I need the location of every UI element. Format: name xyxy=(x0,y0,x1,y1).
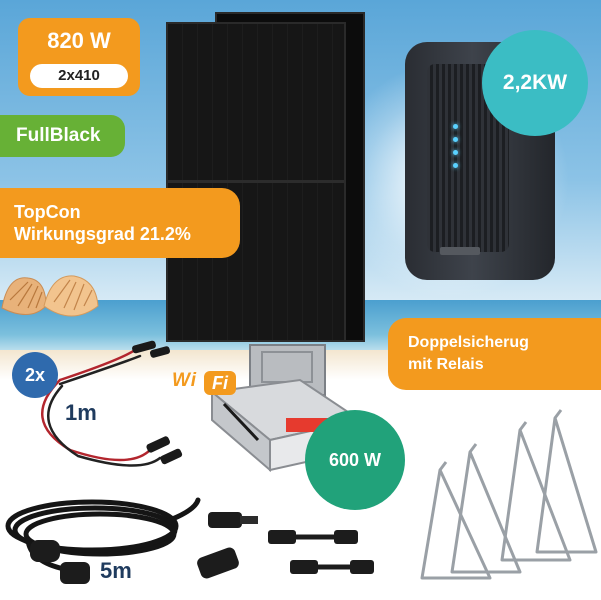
inverter-power-badge: 600 W xyxy=(305,410,405,510)
wifi-logo-fi: Fi xyxy=(204,371,236,395)
technology-badge: TopCon Wirkungsgrad 21.2% xyxy=(0,188,240,258)
wifi-logo: Wi Fi xyxy=(172,370,242,398)
protection-line2: mit Relais xyxy=(408,356,484,373)
mc4-cable-icon xyxy=(40,340,183,467)
technology-line1: TopCon xyxy=(14,202,81,222)
shell-icon xyxy=(1,275,99,317)
wifi-logo-wi: Wi xyxy=(172,370,198,391)
battery-power-badge: 2,2KW xyxy=(482,30,588,136)
dc-cable-length: 1m xyxy=(65,400,97,425)
protection-badge: Doppelsicherug mit Relais xyxy=(388,318,601,390)
cable-count-badge: 2x xyxy=(12,352,58,398)
ac-cable-length: 5m xyxy=(100,558,132,583)
solar-panel-icon xyxy=(166,22,346,342)
protection-line1: Doppelsicherug xyxy=(408,334,529,351)
power-value: 820 W xyxy=(47,28,111,53)
technology-line2: Wirkungsgrad 21.2% xyxy=(14,224,191,244)
schuko-cable-icon xyxy=(5,497,201,584)
mounting-bracket-icon xyxy=(420,409,598,580)
power-detail: 2x410 xyxy=(30,64,128,88)
panel-type-badge: FullBlack xyxy=(0,115,125,157)
power-badge: 820 W 2x410 xyxy=(18,18,140,96)
connector-icon xyxy=(197,512,374,579)
